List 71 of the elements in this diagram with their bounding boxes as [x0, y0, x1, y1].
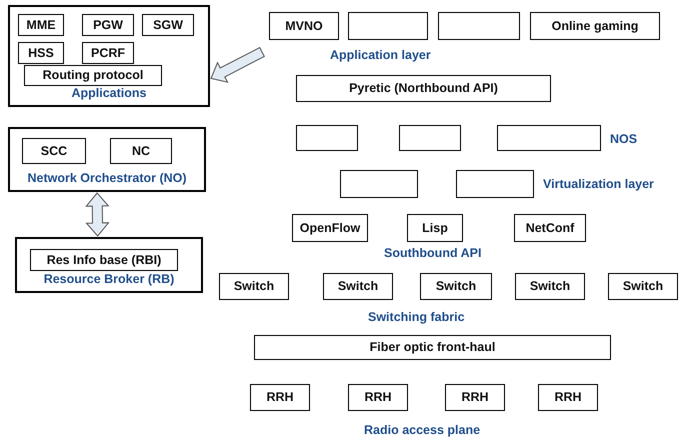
layer-label: Application layer [330, 47, 431, 64]
layer-box [110, 138, 172, 164]
layer-box [538, 384, 598, 411]
layer-box [323, 273, 393, 300]
box-label: OpenFlow [300, 220, 360, 237]
group-title: Applications [71, 85, 146, 102]
empty-box [340, 170, 418, 198]
box-label: Fiber optic front-haul [370, 339, 496, 356]
layer-box [18, 42, 64, 64]
group-box [8, 127, 206, 192]
layer-box [142, 14, 194, 36]
layer-box [445, 384, 505, 411]
box-label: RRH [461, 389, 489, 406]
group-title: Resource Broker (RB) [44, 271, 174, 288]
box-label: PCRF [90, 44, 126, 62]
layer-box [82, 42, 134, 64]
box-label: Online gaming [552, 18, 638, 35]
box-label: RRH [266, 389, 294, 406]
layer-box [269, 12, 339, 40]
box-label: MME [26, 16, 56, 34]
box-label: SGW [153, 16, 183, 34]
layer-box [530, 12, 660, 40]
box-label: Switch [338, 278, 378, 296]
box-label: NC [132, 142, 150, 160]
group-box [8, 5, 210, 107]
block-arrow [85, 192, 110, 237]
block-arrow [210, 46, 265, 83]
box-label: HSS [28, 44, 54, 62]
layer-box [296, 75, 551, 102]
box-label: Res Info base (RBI) [46, 252, 162, 269]
group-title: Network Orchestrator (NO) [27, 170, 187, 188]
empty-box [399, 125, 461, 151]
box-label: Switch [234, 278, 274, 296]
box-label: RRH [364, 389, 392, 406]
box-label: Switch [530, 278, 570, 296]
layer-box [292, 214, 368, 242]
layer-box [515, 273, 585, 300]
box-label: PGW [93, 16, 123, 34]
group-box [15, 237, 203, 293]
layer-box [348, 384, 408, 411]
box-label: Lisp [422, 220, 448, 237]
empty-box [456, 170, 534, 198]
layer-box [22, 138, 86, 164]
box-label: RRH [554, 389, 582, 406]
box-label: Pyretic (Northbound API) [349, 80, 498, 98]
box-label: Switch [436, 278, 476, 296]
empty-box [296, 125, 358, 151]
empty-box [497, 125, 601, 151]
layer-box [514, 214, 586, 242]
layer-label: Virtualization layer [543, 176, 654, 193]
layer-box [254, 335, 611, 360]
box-label: SCC [40, 142, 68, 160]
box-label: NetConf [526, 220, 574, 237]
empty-box [438, 12, 520, 40]
box-label: MVNO [285, 18, 323, 35]
empty-box [348, 12, 428, 40]
layer-label: Switching fabric [368, 309, 465, 326]
box-label: Switch [622, 278, 664, 296]
layer-label: Southbound API [384, 245, 482, 262]
layer-label: NOS [610, 131, 638, 148]
layer-box [250, 384, 310, 411]
layer-box [30, 249, 178, 271]
layer-box [24, 65, 162, 86]
layer-label: Radio access plane [364, 422, 480, 438]
layer-box [82, 14, 134, 36]
layer-box [18, 14, 64, 36]
layer-box [219, 273, 289, 300]
layer-box [420, 273, 492, 300]
layer-box [407, 214, 463, 242]
box-label: Routing protocol [42, 67, 144, 84]
layer-box [608, 273, 678, 300]
